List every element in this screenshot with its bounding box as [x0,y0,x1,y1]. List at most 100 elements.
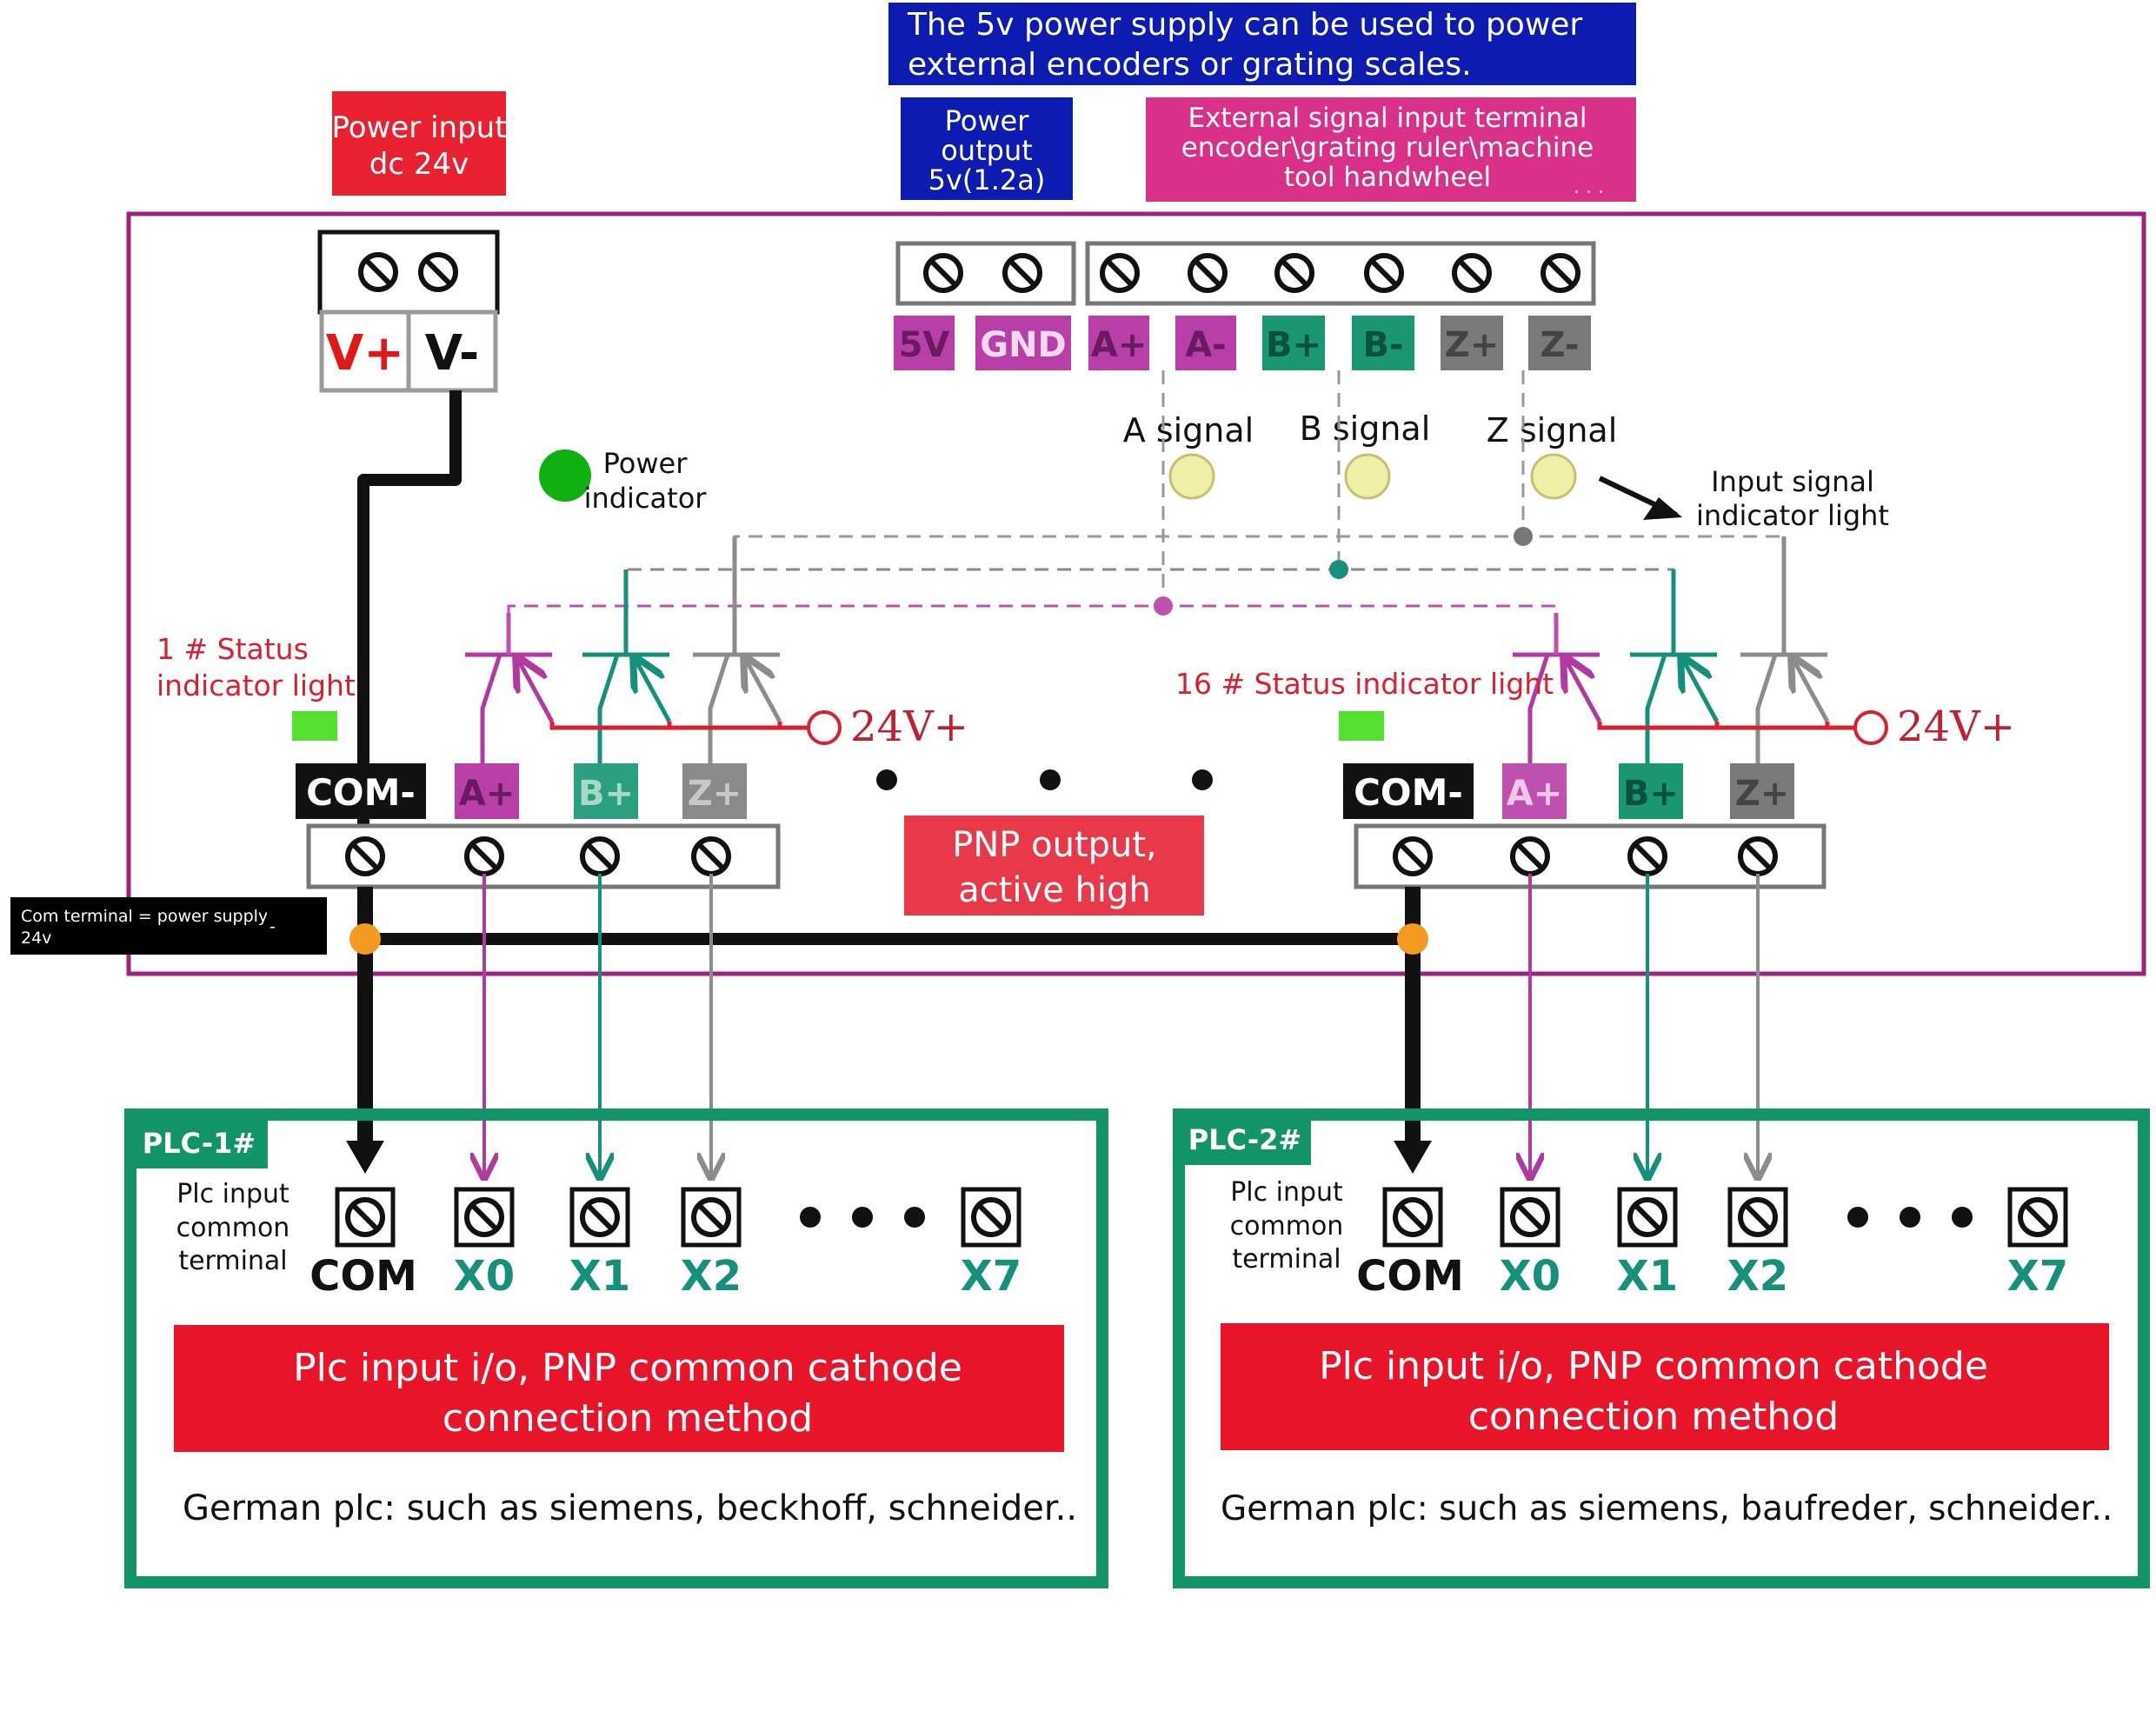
vminus-label: V- [425,325,480,382]
output-terminal-block-2 [1354,823,1827,889]
pnp-line1: PNP output, [952,825,1157,865]
ellipsis-dot [1040,769,1061,790]
input-terminal-labels: 5V GND A+ A- B+ B- Z+ Z- [894,316,1591,370]
z-bus-node [1514,527,1533,546]
input-indicator-line2: indicator light [1696,499,1889,532]
power-input-banner: Power input dc 24v [331,91,507,196]
supply-note-banner: The 5v power supply can be used to power… [888,3,1636,85]
b-signal-label: B signal [1300,409,1431,448]
output-terminal-labels-2: COM- A+ B+ Z+ [1343,763,1794,819]
supply-note-line2: external encoders or grating scales. [908,47,1472,83]
plc1-term-com: COM [309,1252,417,1301]
status1-line2: indicator light [156,669,356,702]
plc2-method-line1: Plc input i/o, PNP common cathode [1319,1344,1988,1388]
plc-2-panel: PLC-2# Plc input common terminal COM X0 … [1173,1108,2150,1588]
pnp-output-banner: PNP output, active high [904,816,1204,915]
plc1-method-line1: Plc input i/o, PNP common cathode [293,1346,962,1390]
out2-b: B+ [1623,774,1679,814]
transistor-group-1 [465,536,808,765]
plc1-common-line3: terminal [178,1246,287,1276]
voltage-label-1: 24V+ [850,702,968,751]
ext-input-line2: encoder\grating ruler\machine [1181,132,1594,163]
plc1-method-line2: connection method [443,1396,813,1441]
ellipsis-dot [876,769,897,790]
supply-wire [357,390,462,932]
voltage-node-2 [1853,710,1888,745]
power-indicator-line2: indicator [584,482,708,515]
input-terminal-block-power [895,241,1076,306]
out2-com: COM- [1354,771,1463,814]
status1-line1: 1 # Status [156,632,309,666]
plc2-term-com: COM [1356,1252,1464,1301]
input-indicator-line1: Input signal [1711,465,1874,498]
a-bus-node [1154,596,1173,616]
com-note-dash: - [270,917,276,936]
ellipsis-dot [1847,1207,1868,1228]
com-arrow-icon [346,1141,384,1174]
term-b-minus: B- [1362,325,1403,365]
transistor-group-2 [1513,536,1856,765]
status16-light [1339,711,1384,741]
b-bus-node [1329,560,1348,579]
plc1-name: PLC-1# [143,1127,256,1160]
controller-board [126,211,2146,976]
term-z-minus: Z- [1540,325,1580,365]
output-terminal-labels-1: COM- A+ B+ Z+ [296,763,747,819]
term-5v: 5V [899,325,950,365]
z-signal-light [1530,453,1577,500]
com-arrow-icon [1394,1141,1432,1174]
plc2-common-line2: common [1230,1211,1344,1242]
term-a-minus: A- [1185,325,1227,365]
output-terminal-block-1 [306,823,781,889]
plc1-common-line1: Plc input [176,1179,289,1209]
out1-z: Z+ [688,774,742,814]
power-input-line2: dc 24v [369,147,469,182]
power-output-banner: Power output 5v(1.2a) [901,97,1073,200]
ellipsis-dot [800,1207,821,1228]
power-output-line1: Power [945,104,1030,137]
plc2-common-line1: Plc input [1230,1177,1343,1208]
ext-input-line1: External signal input terminal [1188,103,1587,134]
ext-input-line3: tool handwheel [1284,162,1491,193]
ellipsis-dot [1900,1207,1920,1228]
status1-light [292,711,337,741]
term-gnd: GND [980,325,1067,365]
supply-note-line1: The 5v power supply can be used to power [907,7,1582,43]
plc2-name: PLC-2# [1188,1123,1301,1156]
plc2-common-line3: terminal [1232,1244,1341,1275]
a-signal-label: A signal [1123,411,1254,449]
plc1-terminals [335,1187,1021,1248]
signal-buses [507,535,1786,613]
term-z-plus: Z+ [1445,325,1500,365]
plc1-term-x0: X0 [454,1252,515,1301]
plc-1-panel: PLC-1# Plc input common terminal COM X0 … [124,1108,1108,1588]
com-note-box: Com terminal = power supply 24v - [10,897,327,955]
plc1-term-x2: X2 [681,1252,742,1301]
out2-z: Z+ [1735,774,1790,814]
a-signal-light [1168,453,1215,500]
input-signal-lights [1168,453,1577,500]
ellipsis-dot [904,1207,925,1228]
com-node-1 [349,923,381,955]
plc2-term-x0: X0 [1500,1252,1560,1301]
power-output-line3: 5v(1.2a) [928,163,1046,196]
plc1-common-line2: common [176,1213,290,1243]
out1-a: A+ [459,774,515,814]
plc2-term-x7: X7 [2007,1252,2068,1301]
out1-b: B+ [578,774,634,814]
arrow-icon [1598,476,1682,520]
plc1-term-x1: X1 [569,1252,630,1301]
external-input-banner: External signal input terminal encoder\g… [1146,97,1636,202]
power-output-line2: output [941,134,1033,167]
z-signal-label: Z signal [1487,411,1618,449]
vplus-label: V+ [326,325,404,382]
power-input-line1: Power input [331,110,506,145]
voltage-node-1 [807,710,842,745]
com-note-line1: Com terminal = power supply [21,907,268,926]
plc2-terminals [1382,1187,2068,1248]
out2-a: A+ [1507,774,1562,814]
plc2-term-x2: X2 [1727,1252,1788,1301]
input-terminal-block-signal [1085,241,1596,306]
out1-com: COM- [306,771,416,814]
